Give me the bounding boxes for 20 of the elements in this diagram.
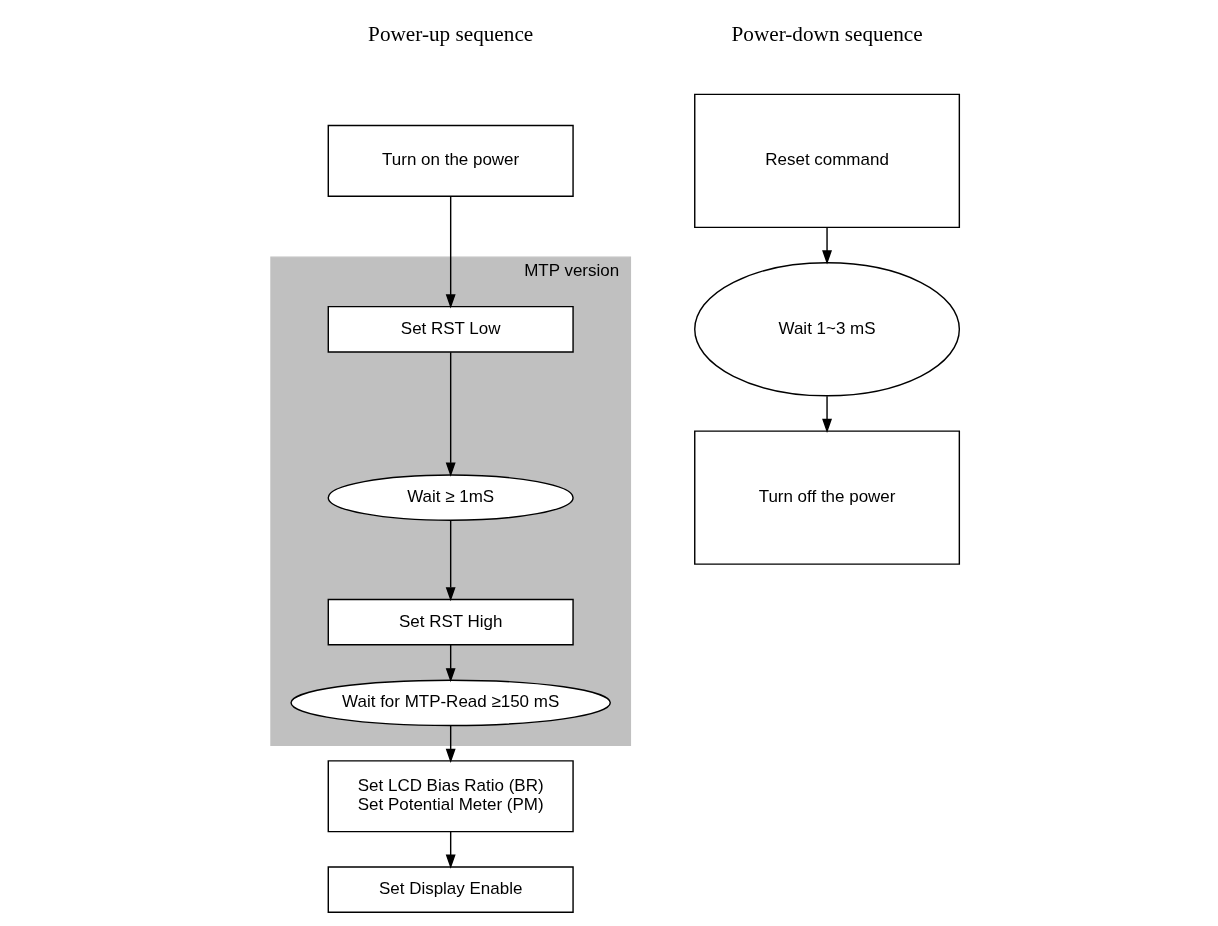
node-box: Set Display Enable	[327, 866, 574, 913]
node-box: Set RST High	[327, 598, 574, 646]
node-box: Set LCD Bias Ratio (BR) Set Potential Meter (PM)	[327, 760, 574, 833]
arrow	[821, 395, 832, 433]
arrow	[445, 351, 456, 477]
arrow	[445, 195, 456, 309]
node-box: Turn on the power	[327, 124, 574, 197]
arrow	[445, 644, 456, 683]
node-box: Turn off the power	[693, 430, 960, 565]
arrow	[445, 725, 456, 763]
node-box: Reset command	[693, 93, 960, 229]
node-ellipse: Wait for MTP-Read ≥150 mS	[289, 679, 611, 727]
node-box: Set RST Low	[327, 305, 574, 353]
arrow	[821, 227, 832, 265]
arrow	[445, 831, 456, 869]
arrow	[445, 520, 456, 602]
label: Power-down sequence	[731, 22, 923, 47]
node-ellipse: Wait ≥ 1mS	[327, 474, 574, 521]
label: Power-up sequence	[367, 22, 533, 47]
node-ellipse: Wait 1~3 mS	[693, 262, 960, 397]
